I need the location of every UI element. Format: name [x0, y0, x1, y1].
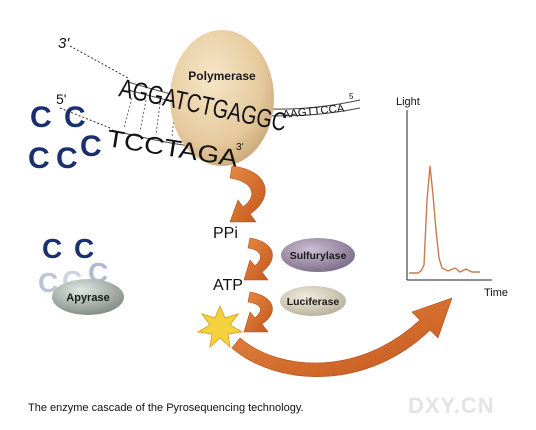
nucleotide-c: C [56, 142, 78, 175]
nucleotide-c: C [42, 233, 62, 264]
orange-curved-arrow-icon [229, 165, 266, 223]
nucleotide-c-faded: C [38, 267, 58, 298]
top-strand-leader [69, 45, 129, 79]
nucleotide-c: C [30, 101, 52, 134]
watermark: DXY.CN [408, 393, 495, 418]
luciferase-enzyme [280, 286, 346, 316]
luciferase-label: Luciferase [287, 296, 340, 308]
apyrase-enzyme [52, 279, 124, 315]
atp-label: ATP [213, 277, 243, 294]
nucleotide-c: C [64, 101, 86, 134]
ppi-label: PPi [213, 225, 238, 242]
light-flash-icon [196, 304, 244, 349]
strand-5prime-label: 5' [56, 91, 66, 107]
strand-3prime-top-label: 3' [58, 35, 70, 52]
strand-3prime-bottom-label: 3' [236, 142, 244, 153]
light-time-graph: Light Time [396, 96, 508, 299]
figure-caption: The enzyme cascade of the Pyrosequencing… [28, 402, 304, 414]
orange-curved-arrow-icon [243, 291, 273, 333]
template-sequence-small: AAGTTCCA [282, 102, 346, 120]
orange-curved-arrow-icon [243, 237, 273, 281]
cascade-arrows [229, 165, 453, 377]
time-axis-label: Time [484, 287, 508, 299]
bottom-strand-leader [59, 107, 111, 129]
sulfurylase-label: Sulfurylase [290, 250, 347, 262]
polymerase-enzyme [170, 30, 274, 166]
nucleotide-c: C [80, 130, 102, 163]
nucleotide-c: C [74, 233, 94, 264]
sulfurylase-enzyme [281, 238, 355, 272]
light-signal-trace [409, 165, 480, 274]
polymerase-label: Polymerase [188, 69, 256, 83]
nucleotide-cluster-top: C C C C C [28, 101, 102, 175]
strand-5-label-small: 5 [349, 92, 354, 101]
orange-curved-arrow-icon [231, 297, 453, 377]
light-axis-label: Light [396, 96, 420, 108]
nucleotide-c: C [28, 142, 50, 175]
apyrase-label: Apyrase [66, 292, 109, 304]
